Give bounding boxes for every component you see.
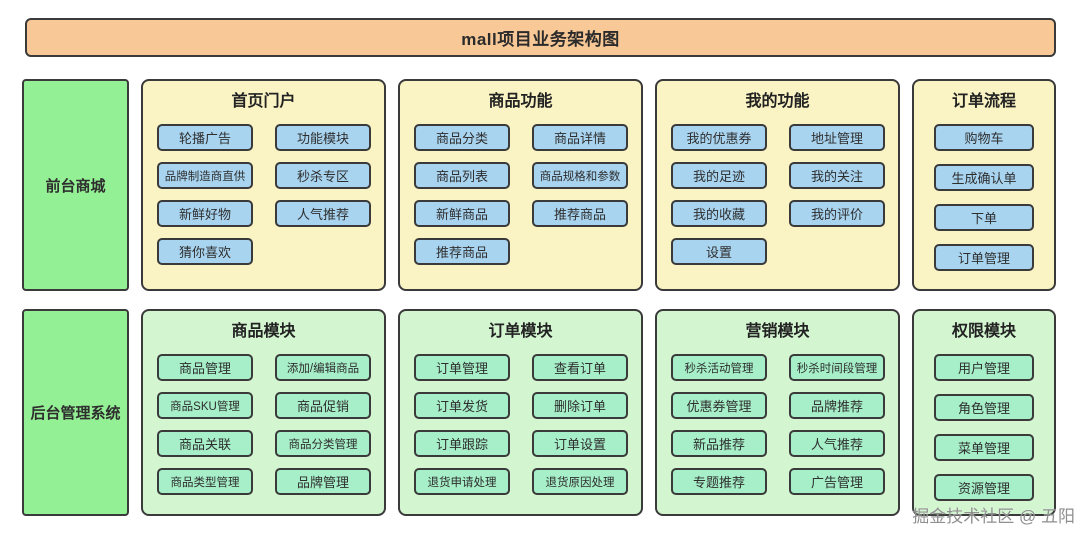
node-button: 资源管理 <box>934 474 1034 501</box>
node-button: 专题推荐 <box>671 468 767 495</box>
node-button: 商品列表 <box>414 162 510 189</box>
panel: 商品模块商品管理添加/编辑商品商品SKU管理商品促销商品关联商品分类管理商品类型… <box>141 309 386 516</box>
watermark: 掘金技术社区 @ 五阳 <box>912 507 1075 526</box>
node-button: 订单发货 <box>414 392 510 419</box>
node-button: 广告管理 <box>789 468 885 495</box>
panel: 订单流程购物车生成确认单下单订单管理 <box>912 79 1056 291</box>
node-button: 新鲜商品 <box>414 200 510 227</box>
diagram-title-banner: mall项目业务架构图 <box>25 18 1056 57</box>
panel: 订单模块订单管理查看订单订单发货删除订单订单跟踪订单设置退货申请处理退货原因处理 <box>398 309 643 516</box>
panel-title: 商品功能 <box>488 93 553 110</box>
node-button: 猜你喜欢 <box>157 238 253 265</box>
node-button: 商品规格和参数 <box>532 162 628 189</box>
node-button: 角色管理 <box>934 394 1034 421</box>
node-grid: 商品管理添加/编辑商品商品SKU管理商品促销商品关联商品分类管理商品类型管理品牌… <box>143 354 384 495</box>
node-button: 购物车 <box>934 124 1034 151</box>
node-button: 功能模块 <box>275 124 371 151</box>
node-button: 我的优惠券 <box>671 124 767 151</box>
node-button: 退货原因处理 <box>532 468 628 495</box>
node-button: 品牌管理 <box>275 468 371 495</box>
node-grid: 用户管理角色管理菜单管理资源管理 <box>914 354 1054 501</box>
diagram-title: mall项目业务架构图 <box>461 30 620 49</box>
panel-title: 营销模块 <box>745 323 810 340</box>
node-button: 我的评价 <box>789 200 885 227</box>
node-button: 商品关联 <box>157 430 253 457</box>
node-button: 商品分类管理 <box>275 430 371 457</box>
node-button: 商品分类 <box>414 124 510 151</box>
panel: 营销模块秒杀活动管理秒杀时间段管理优惠券管理品牌推荐新品推荐人气推荐专题推荐广告… <box>655 309 900 516</box>
panel-title: 商品模块 <box>231 323 296 340</box>
node-button: 查看订单 <box>532 354 628 381</box>
node-button: 新品推荐 <box>671 430 767 457</box>
node-button: 订单管理 <box>414 354 510 381</box>
panel: 我的功能我的优惠券地址管理我的足迹我的关注我的收藏我的评价设置 <box>655 79 900 291</box>
node-button: 秒杀时间段管理 <box>789 354 885 381</box>
node-button: 用户管理 <box>934 354 1034 381</box>
node-button: 设置 <box>671 238 767 265</box>
node-button: 商品促销 <box>275 392 371 419</box>
node-button: 品牌推荐 <box>789 392 885 419</box>
node-button: 添加/编辑商品 <box>275 354 371 381</box>
node-button: 轮播广告 <box>157 124 253 151</box>
node-button: 菜单管理 <box>934 434 1034 461</box>
node-grid: 订单管理查看订单订单发货删除订单订单跟踪订单设置退货申请处理退货原因处理 <box>400 354 641 495</box>
backend-row: 后台管理系统商品模块商品管理添加/编辑商品商品SKU管理商品促销商品关联商品分类… <box>22 309 1056 516</box>
node-button: 地址管理 <box>789 124 885 151</box>
panel: 商品功能商品分类商品详情商品列表商品规格和参数新鲜商品推荐商品推荐商品 <box>398 79 643 291</box>
node-button: 我的关注 <box>789 162 885 189</box>
node-button: 品牌制造商直供 <box>157 162 253 189</box>
node-button: 我的足迹 <box>671 162 767 189</box>
side-box: 后台管理系统 <box>22 309 129 516</box>
node-button: 退货申请处理 <box>414 468 510 495</box>
node-button: 订单跟踪 <box>414 430 510 457</box>
node-button: 删除订单 <box>532 392 628 419</box>
node-button: 商品SKU管理 <box>157 392 253 419</box>
node-button: 人气推荐 <box>789 430 885 457</box>
node-button: 订单管理 <box>934 244 1034 271</box>
node-grid: 秒杀活动管理秒杀时间段管理优惠券管理品牌推荐新品推荐人气推荐专题推荐广告管理 <box>657 354 898 495</box>
node-grid: 我的优惠券地址管理我的足迹我的关注我的收藏我的评价设置 <box>657 124 898 265</box>
node-button: 下单 <box>934 204 1034 231</box>
node-grid: 商品分类商品详情商品列表商品规格和参数新鲜商品推荐商品推荐商品 <box>400 124 641 265</box>
side-box: 前台商城 <box>22 79 129 291</box>
node-button: 秒杀专区 <box>275 162 371 189</box>
panel-title: 订单模块 <box>488 323 553 340</box>
node-button: 商品管理 <box>157 354 253 381</box>
node-grid: 购物车生成确认单下单订单管理 <box>914 124 1054 271</box>
node-button: 我的收藏 <box>671 200 767 227</box>
node-button: 人气推荐 <box>275 200 371 227</box>
node-button: 生成确认单 <box>934 164 1034 191</box>
node-button: 新鲜好物 <box>157 200 253 227</box>
node-button: 推荐商品 <box>532 200 628 227</box>
node-button: 订单设置 <box>532 430 628 457</box>
frontend-row: 前台商城首页门户轮播广告功能模块品牌制造商直供秒杀专区新鲜好物人气推荐猜你喜欢商… <box>22 79 1056 291</box>
node-button: 商品类型管理 <box>157 468 253 495</box>
panel-title: 订单流程 <box>951 93 1016 110</box>
panel-title: 首页门户 <box>231 93 296 110</box>
node-button: 优惠券管理 <box>671 392 767 419</box>
node-button: 秒杀活动管理 <box>671 354 767 381</box>
node-grid: 轮播广告功能模块品牌制造商直供秒杀专区新鲜好物人气推荐猜你喜欢 <box>143 124 384 265</box>
panel-title: 我的功能 <box>745 93 810 110</box>
panel: 权限模块用户管理角色管理菜单管理资源管理 <box>912 309 1056 516</box>
panel: 首页门户轮播广告功能模块品牌制造商直供秒杀专区新鲜好物人气推荐猜你喜欢 <box>141 79 386 291</box>
panel-title: 权限模块 <box>951 323 1016 340</box>
node-button: 商品详情 <box>532 124 628 151</box>
node-button: 推荐商品 <box>414 238 510 265</box>
